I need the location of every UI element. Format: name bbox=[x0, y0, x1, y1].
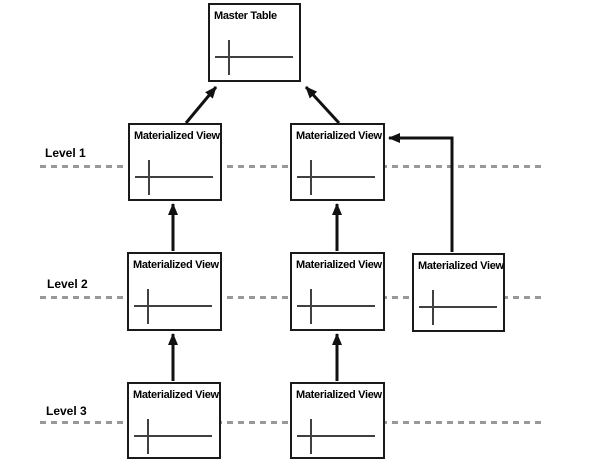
arrow-mv1-right-to-master bbox=[304, 85, 341, 125]
node-mv-level2-right: Materialized View bbox=[412, 253, 505, 332]
table-icon bbox=[292, 384, 383, 457]
table-icon bbox=[130, 125, 220, 199]
table-icon bbox=[292, 125, 383, 199]
node-mv-level1-left-label: Materialized View bbox=[134, 130, 220, 142]
node-mv-level1-right: Materialized View bbox=[290, 123, 385, 201]
node-mv-level2-mid: Materialized View bbox=[290, 252, 385, 331]
node-master-table: Master Table bbox=[208, 3, 301, 82]
node-mv-level1-right-label: Materialized View bbox=[296, 130, 382, 142]
table-icon bbox=[210, 5, 299, 80]
level-1-label: Level 1 bbox=[45, 146, 86, 160]
node-mv-level3-left: Materialized View bbox=[127, 382, 221, 459]
node-mv-level2-mid-label: Materialized View bbox=[296, 259, 382, 271]
node-mv-level2-right-label: Materialized View bbox=[418, 260, 504, 272]
node-mv-level2-left: Materialized View bbox=[127, 252, 222, 331]
table-icon bbox=[129, 254, 220, 329]
node-mv-level2-left-label: Materialized View bbox=[133, 259, 219, 271]
level-3-label: Level 3 bbox=[46, 404, 87, 418]
node-mv-level3-mid: Materialized View bbox=[290, 382, 385, 459]
table-icon bbox=[414, 255, 503, 330]
level-2-label: Level 2 bbox=[47, 277, 88, 291]
arrow-mv2-right-to-mv1-right bbox=[388, 133, 454, 252]
node-master-table-label: Master Table bbox=[214, 10, 277, 22]
node-mv-level3-left-label: Materialized View bbox=[133, 389, 219, 401]
table-icon bbox=[292, 254, 383, 329]
node-mv-level3-mid-label: Materialized View bbox=[296, 389, 382, 401]
node-mv-level1-left: Materialized View bbox=[128, 123, 222, 201]
table-icon bbox=[129, 384, 219, 457]
arrow-mv1-left-to-master bbox=[184, 86, 218, 124]
